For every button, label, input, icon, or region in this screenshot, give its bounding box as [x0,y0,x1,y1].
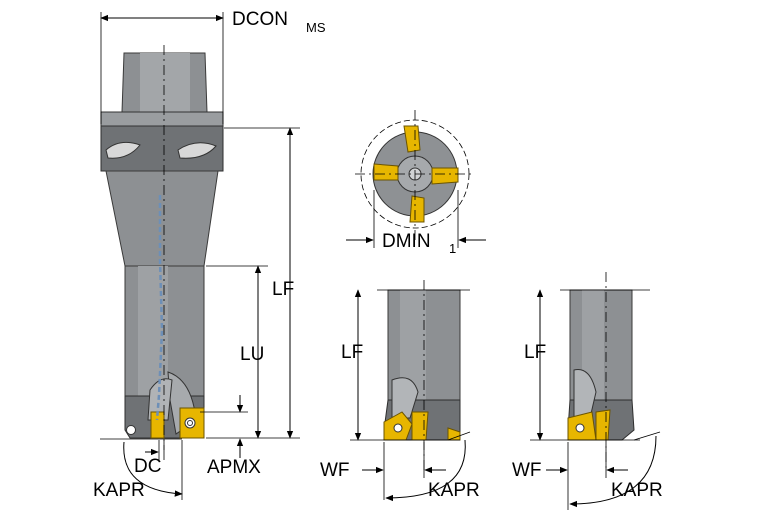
lf-detail1-label: LF [341,342,363,363]
insert-detail2-right [595,409,611,441]
kapr-detail2-label: KAPR [611,480,663,501]
drive-key-slot-right [177,142,217,159]
dimension-kapr-detail2: KAPR [569,431,663,508]
lf-main-label: LF [272,279,294,300]
drive-key-slot-left [105,141,141,159]
dc-label: DC [134,456,161,477]
main-tool-side-view [100,45,224,450]
wf-detail1-label: WF [320,460,350,481]
dcon-subscript: MS [306,20,326,35]
insert-detail2-left [567,411,597,441]
wf-detail2-label: WF [512,460,542,481]
dimension-lf-detail2: LF [524,289,640,441]
dimension-kapr-detail1: KAPR [385,431,480,502]
dimension-wf-detail1: WF [320,442,446,500]
detail-view-1 [377,280,470,470]
insert-end-right [431,167,459,185]
dimension-dcon-ms: DCON MS [100,9,326,124]
dcon-label: DCON [232,9,288,30]
kapr-detail1-label: KAPR [428,480,480,501]
lu-label: LU [240,344,264,365]
apmx-label: APMX [207,457,261,478]
insert-main-center [150,411,165,439]
dimension-wf-detail2: WF [512,442,628,510]
dimension-lu: LU [206,265,268,439]
insert-end-left [373,163,399,181]
dmin-subscript: 1 [449,241,456,256]
dimension-lf-main: LF [206,127,300,439]
insert-detail1-left [383,411,413,441]
lf-detail2-label: LF [524,342,546,363]
detail-view-2 [560,272,650,470]
dimension-dmin1: DMIN 1 [346,190,486,256]
insert-main-right [179,407,205,439]
insert-end-bottom [409,195,425,223]
dimension-lf-detail1: LF [341,289,460,441]
end-view [355,110,475,240]
dimension-kapr-main: KAPR [93,438,183,501]
dmin-label: DMIN [382,231,431,252]
dimension-dc: DC [134,440,165,477]
insert-main-left-screw [126,425,136,435]
insert-end-top [403,125,421,153]
dimension-apmx: APMX [200,395,261,478]
kapr-main-label: KAPR [93,480,145,501]
